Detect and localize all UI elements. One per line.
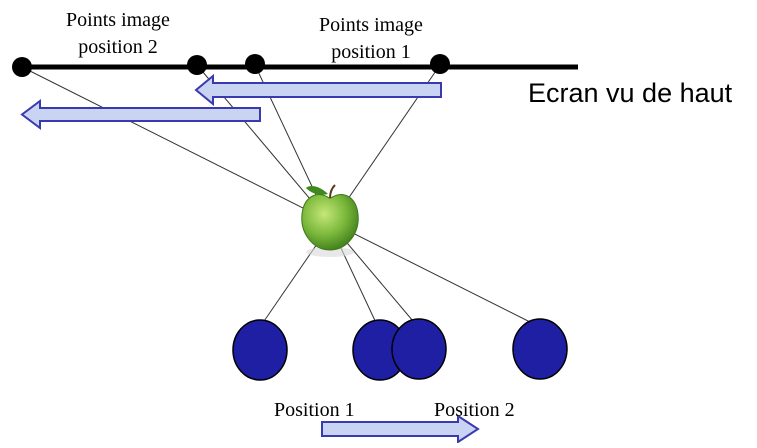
label-points-pos1-line2: position 1 [331, 41, 410, 63]
image-point-pos2-left [12, 57, 32, 77]
ray-right [259, 64, 441, 328]
light-source-4 [512, 318, 568, 380]
arrow-move-right [321, 414, 480, 444]
light-source-3 [391, 318, 447, 380]
arrow-shift-lower [20, 99, 261, 130]
ray-left-b [196, 64, 419, 328]
ray-far-left [21, 66, 541, 328]
rays [21, 64, 541, 328]
arrow-shift-upper [194, 73, 442, 107]
light-source-1 [232, 319, 288, 381]
label-points-pos2-line2: position 2 [78, 36, 157, 58]
image-point-pos1-left [245, 54, 265, 74]
label-position-1: Position 1 [274, 399, 355, 421]
label-points-pos1-line1: Points image [319, 14, 423, 36]
shift-arrows [20, 73, 442, 130]
label-screen-caption: Ecran vu de haut [528, 78, 733, 108]
image-point-pos1-right [430, 54, 450, 74]
label-points-pos2-line1: Points image [66, 9, 170, 31]
image-points [12, 54, 450, 77]
light-sources [232, 318, 568, 381]
label-position-2: Position 2 [434, 399, 515, 421]
image-point-pos2-right [187, 55, 207, 75]
apple-icon [301, 184, 359, 257]
